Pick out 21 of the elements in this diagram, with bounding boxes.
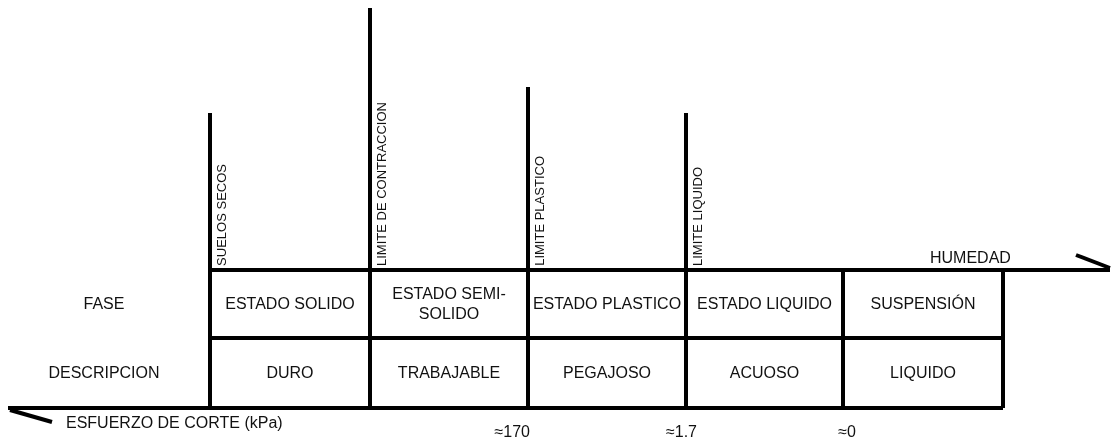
description-text: ACUOSO: [729, 363, 800, 383]
phase-text: ESTADO SOLIDO: [225, 294, 355, 314]
description-text: LIQUIDO: [890, 363, 956, 383]
row-header: DESCRIPCION: [48, 363, 160, 383]
phase-text: ESTADO LIQUIDO: [697, 294, 832, 314]
description-text: PEGAJOSO: [563, 363, 651, 383]
tick-value: ≈0: [838, 422, 856, 440]
limit-label: LIMITE LIQUIDO: [690, 167, 706, 266]
axis-label: ESFUERZO DE CORTE (kPa): [66, 413, 283, 433]
limit-label: LIMITE PLASTICO: [532, 156, 548, 266]
description-text: TRABAJABLE: [397, 363, 501, 383]
axis-label: HUMEDAD: [930, 248, 1011, 268]
description-text: DURO: [266, 363, 314, 383]
phase-text: ESTADO SEMI-SOLIDO: [391, 284, 507, 324]
phase-text: ESTADO PLASTICO: [532, 294, 682, 314]
phase-text: SUSPENSIÓN: [870, 294, 976, 314]
limit-label: SUELOS SECOS: [214, 164, 230, 266]
limit-label: LIMITE DE CONTRACCION: [374, 102, 390, 266]
tick-value: ≈1.7: [665, 422, 697, 440]
tick-value: ≈170: [494, 422, 530, 440]
row-header: FASE: [83, 294, 125, 314]
